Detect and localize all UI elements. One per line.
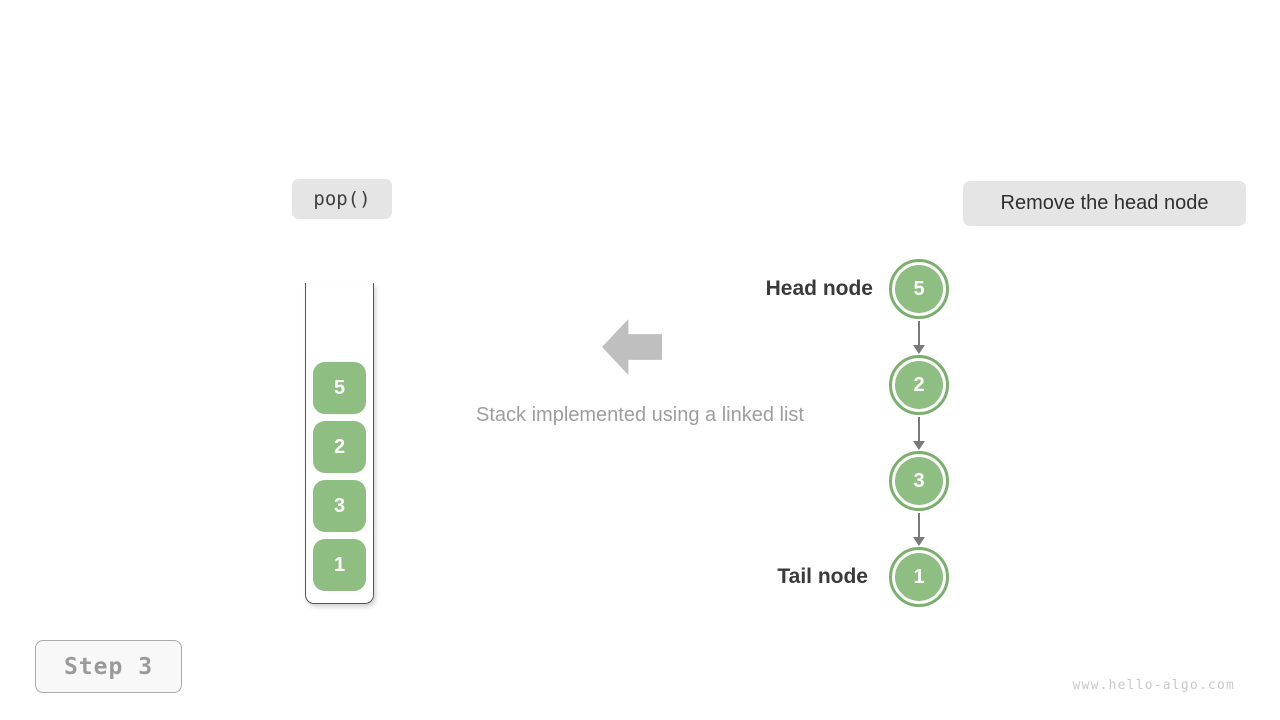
linked-list-node-value: 3 (895, 457, 943, 505)
tail-node-label: Tail node (777, 565, 868, 588)
linked-list-node: 2 (889, 355, 949, 415)
pop-operation-text: pop() (313, 188, 371, 210)
linked-list-node: 3 (889, 451, 949, 511)
step-badge: Step 3 (35, 640, 182, 693)
head-node-label: Head node (765, 277, 873, 300)
down-arrow-connector (918, 417, 920, 441)
linked-list-node: 1 (889, 547, 949, 607)
pop-operation-label: pop() (292, 179, 392, 219)
caption-text: Stack implemented using a linked list (476, 404, 804, 426)
down-arrowhead-icon (913, 537, 925, 546)
stack-container: 5 2 3 1 (305, 283, 374, 604)
down-arrowhead-icon (913, 345, 925, 354)
action-description-label: Remove the head node (963, 181, 1246, 226)
down-arrowhead-icon (913, 441, 925, 450)
linked-list-node-value: 2 (895, 361, 943, 409)
down-arrow-connector (918, 513, 920, 537)
stack-item: 1 (313, 539, 366, 591)
action-description-text: Remove the head node (1000, 192, 1209, 214)
linked-list-node-value: 5 (895, 265, 943, 313)
watermark-text: www.hello-algo.com (1072, 678, 1235, 693)
down-arrow-connector (918, 321, 920, 345)
linked-list-node: 5 (889, 259, 949, 319)
linked-list-node-value: 1 (895, 553, 943, 601)
stack-item: 3 (313, 480, 366, 532)
stack-item: 2 (313, 421, 366, 473)
step-badge-text: Step 3 (63, 653, 154, 680)
left-block-arrow-icon (602, 319, 662, 375)
stack-item: 5 (313, 362, 366, 414)
